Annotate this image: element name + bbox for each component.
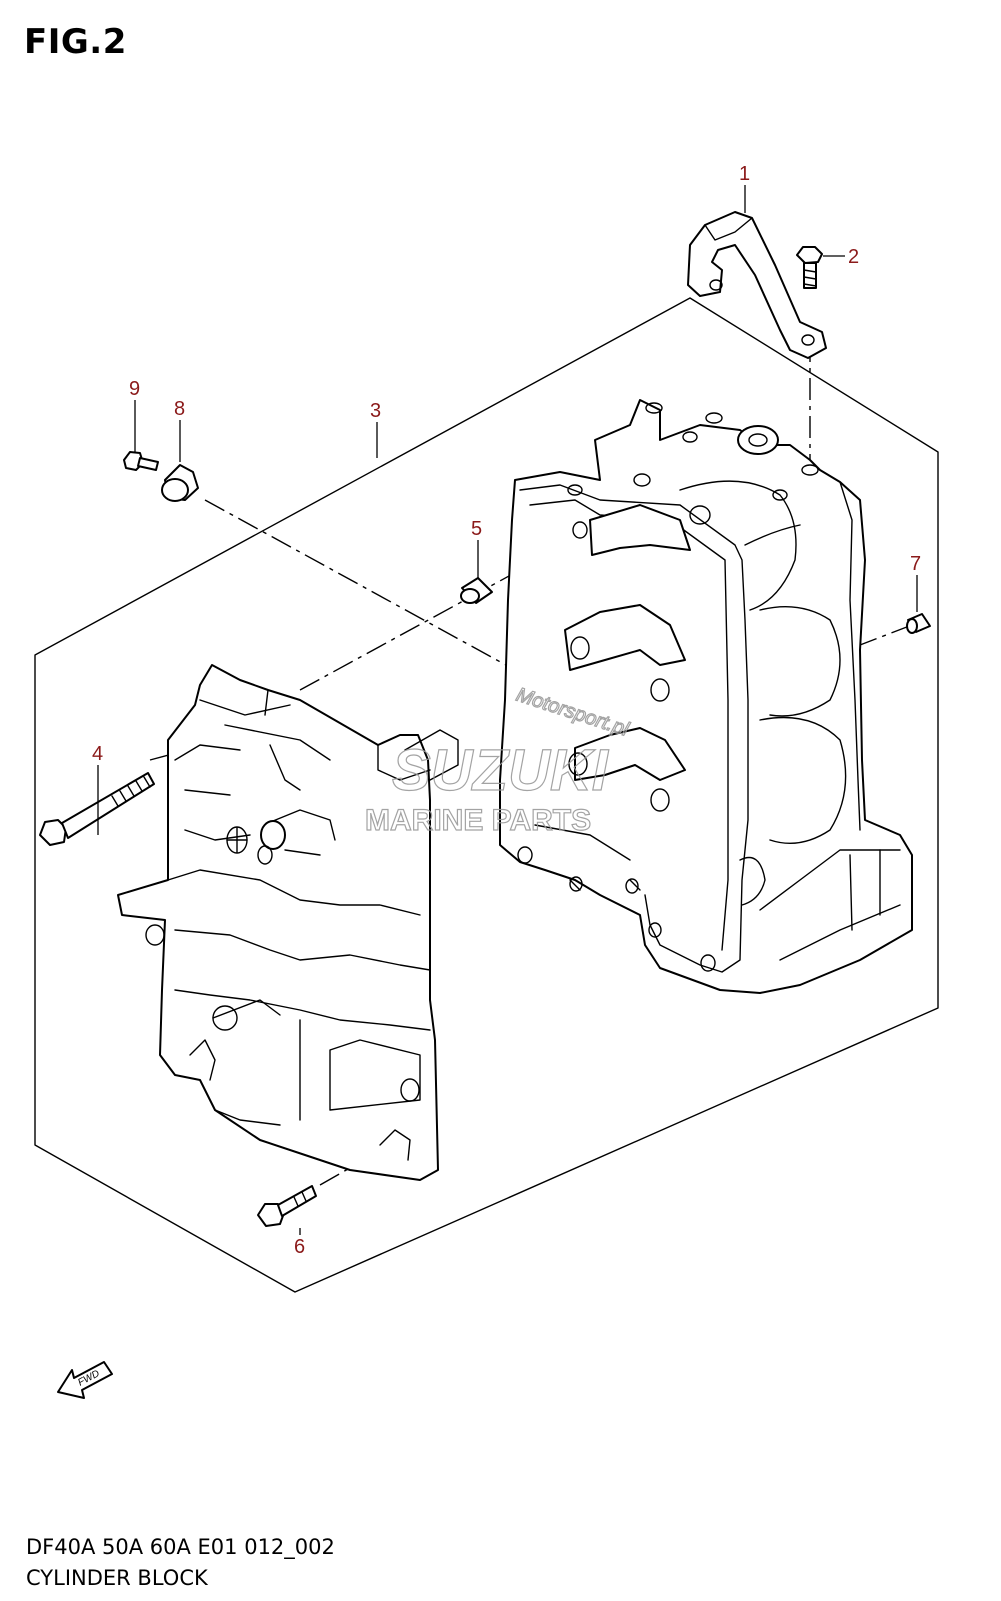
callout-3: 3 (370, 400, 381, 422)
part-2-bolt (796, 246, 823, 289)
part-7-plug (906, 613, 931, 634)
callout-7: 7 (910, 553, 921, 575)
part-9-bolt (123, 451, 159, 471)
assembly-boundary (34, 297, 939, 1293)
callout-9: 9 (129, 378, 140, 400)
part-4-long-bolt (39, 772, 155, 846)
part-5-dowel (460, 577, 493, 604)
axis-line-5 (299, 539, 576, 691)
axis-line-9-8 (204, 499, 516, 671)
watermark-sub: MARINE PARTS (365, 804, 591, 837)
callout-4: 4 (92, 743, 103, 765)
callout-5: 5 (471, 518, 482, 540)
callout-8: 8 (174, 398, 185, 420)
fwd-arrow-icon: FWD (57, 1361, 113, 1399)
watermark-brand: SUZUKI (392, 738, 610, 803)
part-6-bolt (257, 1185, 317, 1227)
cylinder-block (499, 399, 913, 994)
figure-title: FIG.2 (24, 22, 127, 62)
callout-2: 2 (848, 246, 859, 268)
footer-name-line: CYLINDER BLOCK (26, 1566, 208, 1590)
part-1-bracket (687, 211, 827, 359)
callout-6: 6 (294, 1236, 305, 1258)
callout-1: 1 (739, 163, 750, 185)
axis-line-7 (859, 624, 913, 646)
part-8-washer (161, 464, 199, 502)
footer-model-line: DF40A 50A 60A E01 012_002 (26, 1535, 335, 1559)
crankcase (117, 664, 459, 1181)
